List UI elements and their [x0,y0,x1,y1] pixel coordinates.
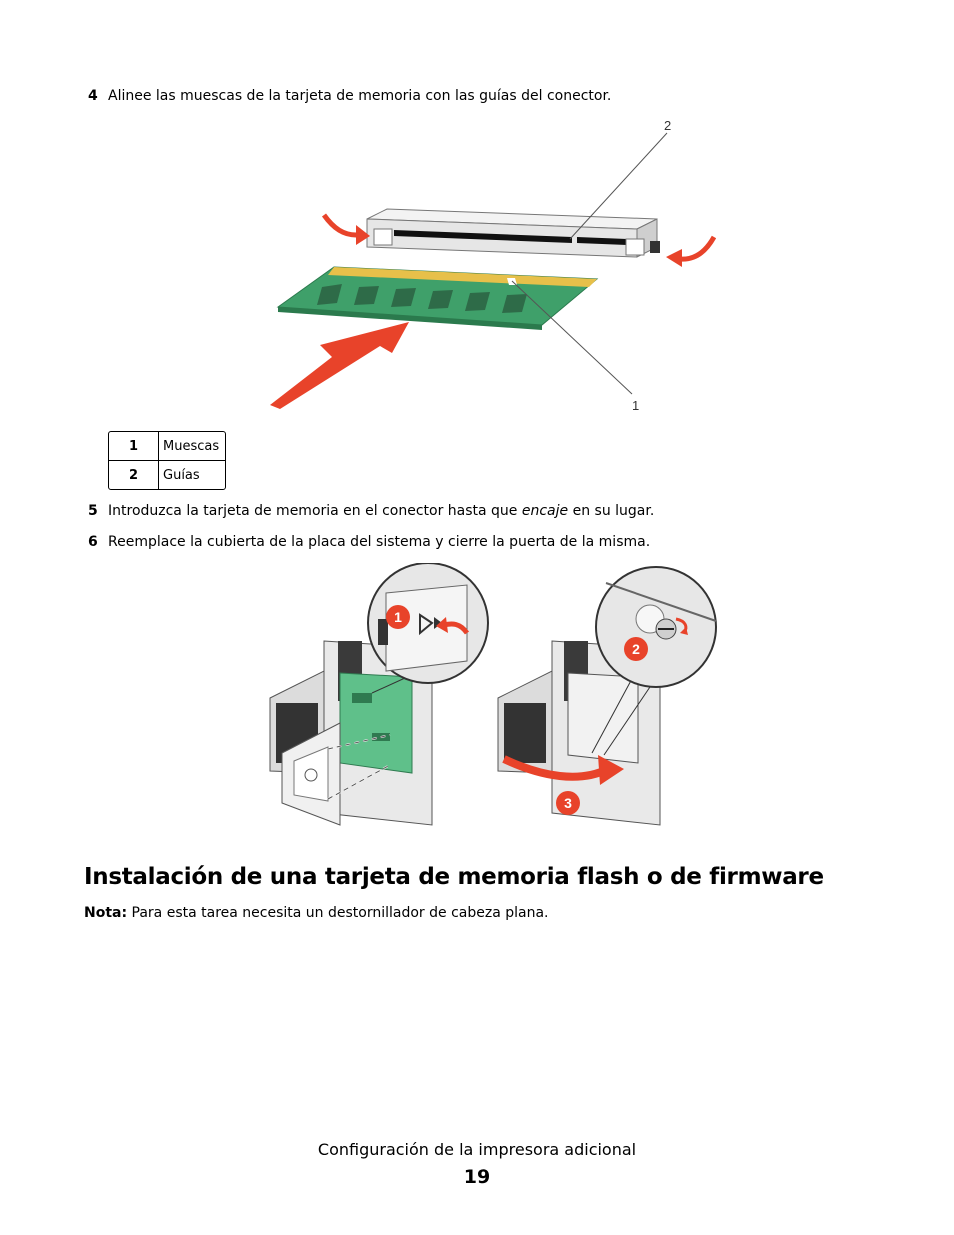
step-5: 5 Introduzca la tarjeta de memoria en el … [88,502,654,520]
footer-title: Configuración de la impresora adicional [317,1140,637,1159]
legend-key: 1 [109,432,159,461]
memory-card-illustration: 2 1 [270,118,716,412]
note: Nota: Para esta tarea necesita un destor… [84,905,549,921]
page-number: 19 [463,1166,491,1188]
emphasis-text: encaje [521,503,569,519]
callout-step-1: 1 [394,609,402,625]
step-6: 6 Reemplace la cubierta de la placa del s… [88,533,650,551]
section-title: Instalación de una tarjeta de memoria fl… [84,864,824,890]
callout-2: 2 [664,118,671,133]
note-text: Para esta tarea necesita un destornillad… [127,905,549,921]
step-number: 5 [88,503,98,519]
callout-step-2: 2 [632,641,640,657]
legend-value: Guías [163,467,200,483]
callout-1: 1 [632,398,639,412]
callout-legend-table: 1 Muescas 2 Guías [108,431,226,490]
step-text: Introduzca la tarjeta de memoria en el c… [108,503,655,519]
callout-step-3: 3 [564,795,572,811]
step-text: Reemplace la cubierta de la placa del si… [108,534,651,550]
step-text: Alinee las muescas de la tarjeta de memo… [108,88,612,104]
legend-key: 2 [109,461,159,489]
table-row: 1 Muescas [109,432,225,461]
printer-cover-illustration: 1 3 2 [269,563,717,826]
step-number: 4 [88,88,98,104]
legend-value: Muescas [159,432,225,461]
note-label: Nota: [84,905,128,921]
step-number: 6 [88,534,98,550]
step-4: 4 Alinee las muescas de la tarjeta de mem… [88,87,611,105]
table-row: 2 Guías [109,461,225,489]
